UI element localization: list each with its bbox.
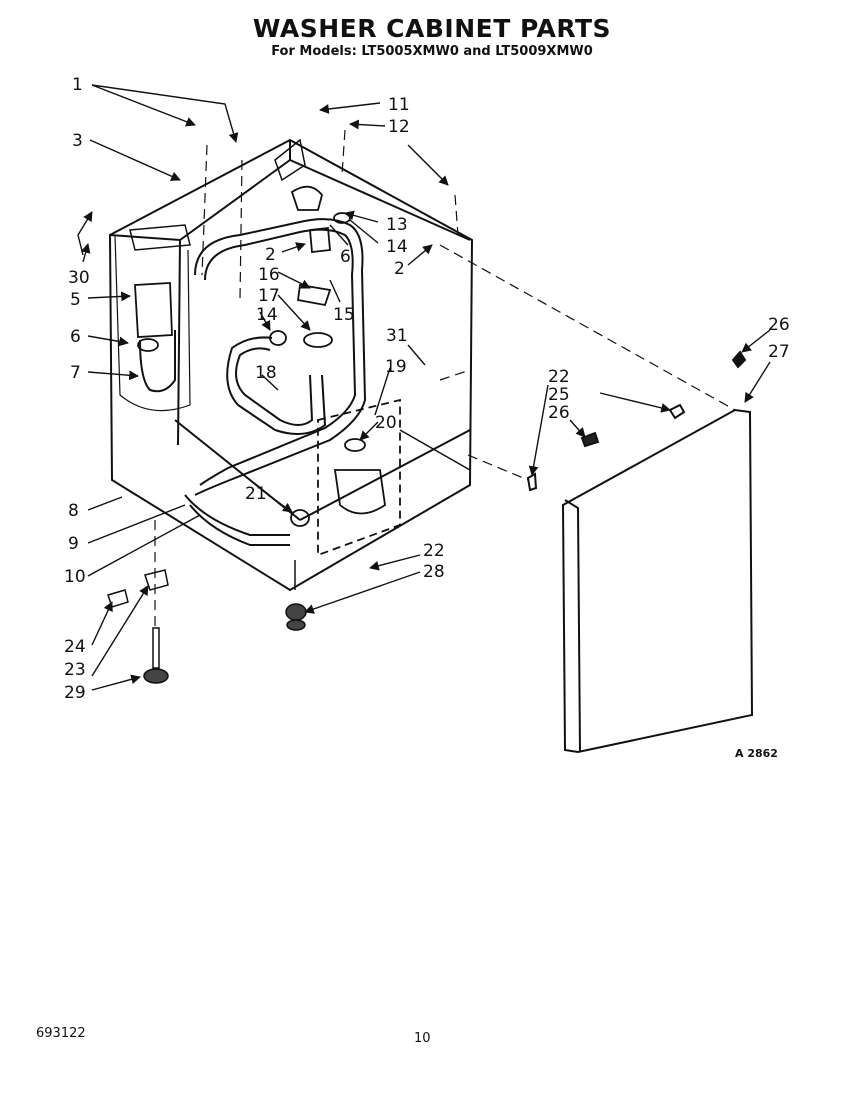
callout-6: 6 (70, 327, 81, 347)
callout-18: 18 (255, 363, 277, 383)
callout-12: 12 (388, 117, 410, 137)
callout-7: 7 (70, 363, 81, 383)
callout-25: 25 (548, 385, 570, 405)
callout-23: 23 (64, 660, 86, 680)
leveling-legs (107, 569, 307, 684)
callout-3: 3 (72, 131, 83, 151)
model-subtitle: For Models: LT5005XMW0 and LT5009XMW0 (271, 44, 593, 59)
callout-6-center: 6 (340, 247, 351, 267)
callout-21: 21 (245, 484, 267, 504)
callout-10: 10 (64, 567, 86, 587)
cabinet-body (108, 138, 474, 592)
callout-1: 1 (72, 75, 83, 95)
callout-31: 31 (386, 326, 408, 346)
callout-22-right: 22 (548, 367, 570, 387)
callout-9: 9 (68, 534, 79, 554)
hoses (139, 218, 367, 546)
callout-24: 24 (64, 637, 86, 657)
callout-2-center: 2 (265, 245, 276, 265)
diagram-code: A 2862 (735, 747, 778, 760)
page-title: WASHER CABINET PARTS (252, 14, 612, 43)
document-number: 693122 (36, 1026, 86, 1041)
callout-26-upper: 26 (768, 315, 790, 335)
callout-14-center: 14 (256, 305, 278, 325)
callout-26-lower: 26 (548, 403, 570, 423)
callout-16: 16 (258, 265, 280, 285)
callout-29: 29 (64, 683, 86, 703)
callout-5: 5 (70, 290, 81, 310)
callout-27: 27 (768, 342, 790, 362)
callout-14-right: 14 (386, 237, 408, 257)
guide-lines (154, 129, 736, 628)
page-number: 10 (414, 1031, 431, 1046)
callout-15: 15 (333, 305, 355, 325)
callout-19: 19 (385, 357, 407, 377)
callout-8: 8 (68, 501, 79, 521)
leader-lines (77, 84, 771, 691)
callout-22-bottom: 22 (423, 541, 445, 561)
pump-assembly (134, 185, 401, 557)
callout-13: 13 (386, 215, 408, 235)
callout-labels: 1 3 30 5 6 7 8 9 10 24 23 29 11 12 13 14… (64, 75, 790, 760)
callout-11: 11 (388, 95, 410, 115)
callout-30: 30 (68, 268, 90, 288)
callout-17: 17 (258, 286, 280, 306)
callout-2-right: 2 (394, 259, 405, 279)
callout-28: 28 (423, 562, 445, 582)
callout-20: 20 (375, 413, 397, 433)
